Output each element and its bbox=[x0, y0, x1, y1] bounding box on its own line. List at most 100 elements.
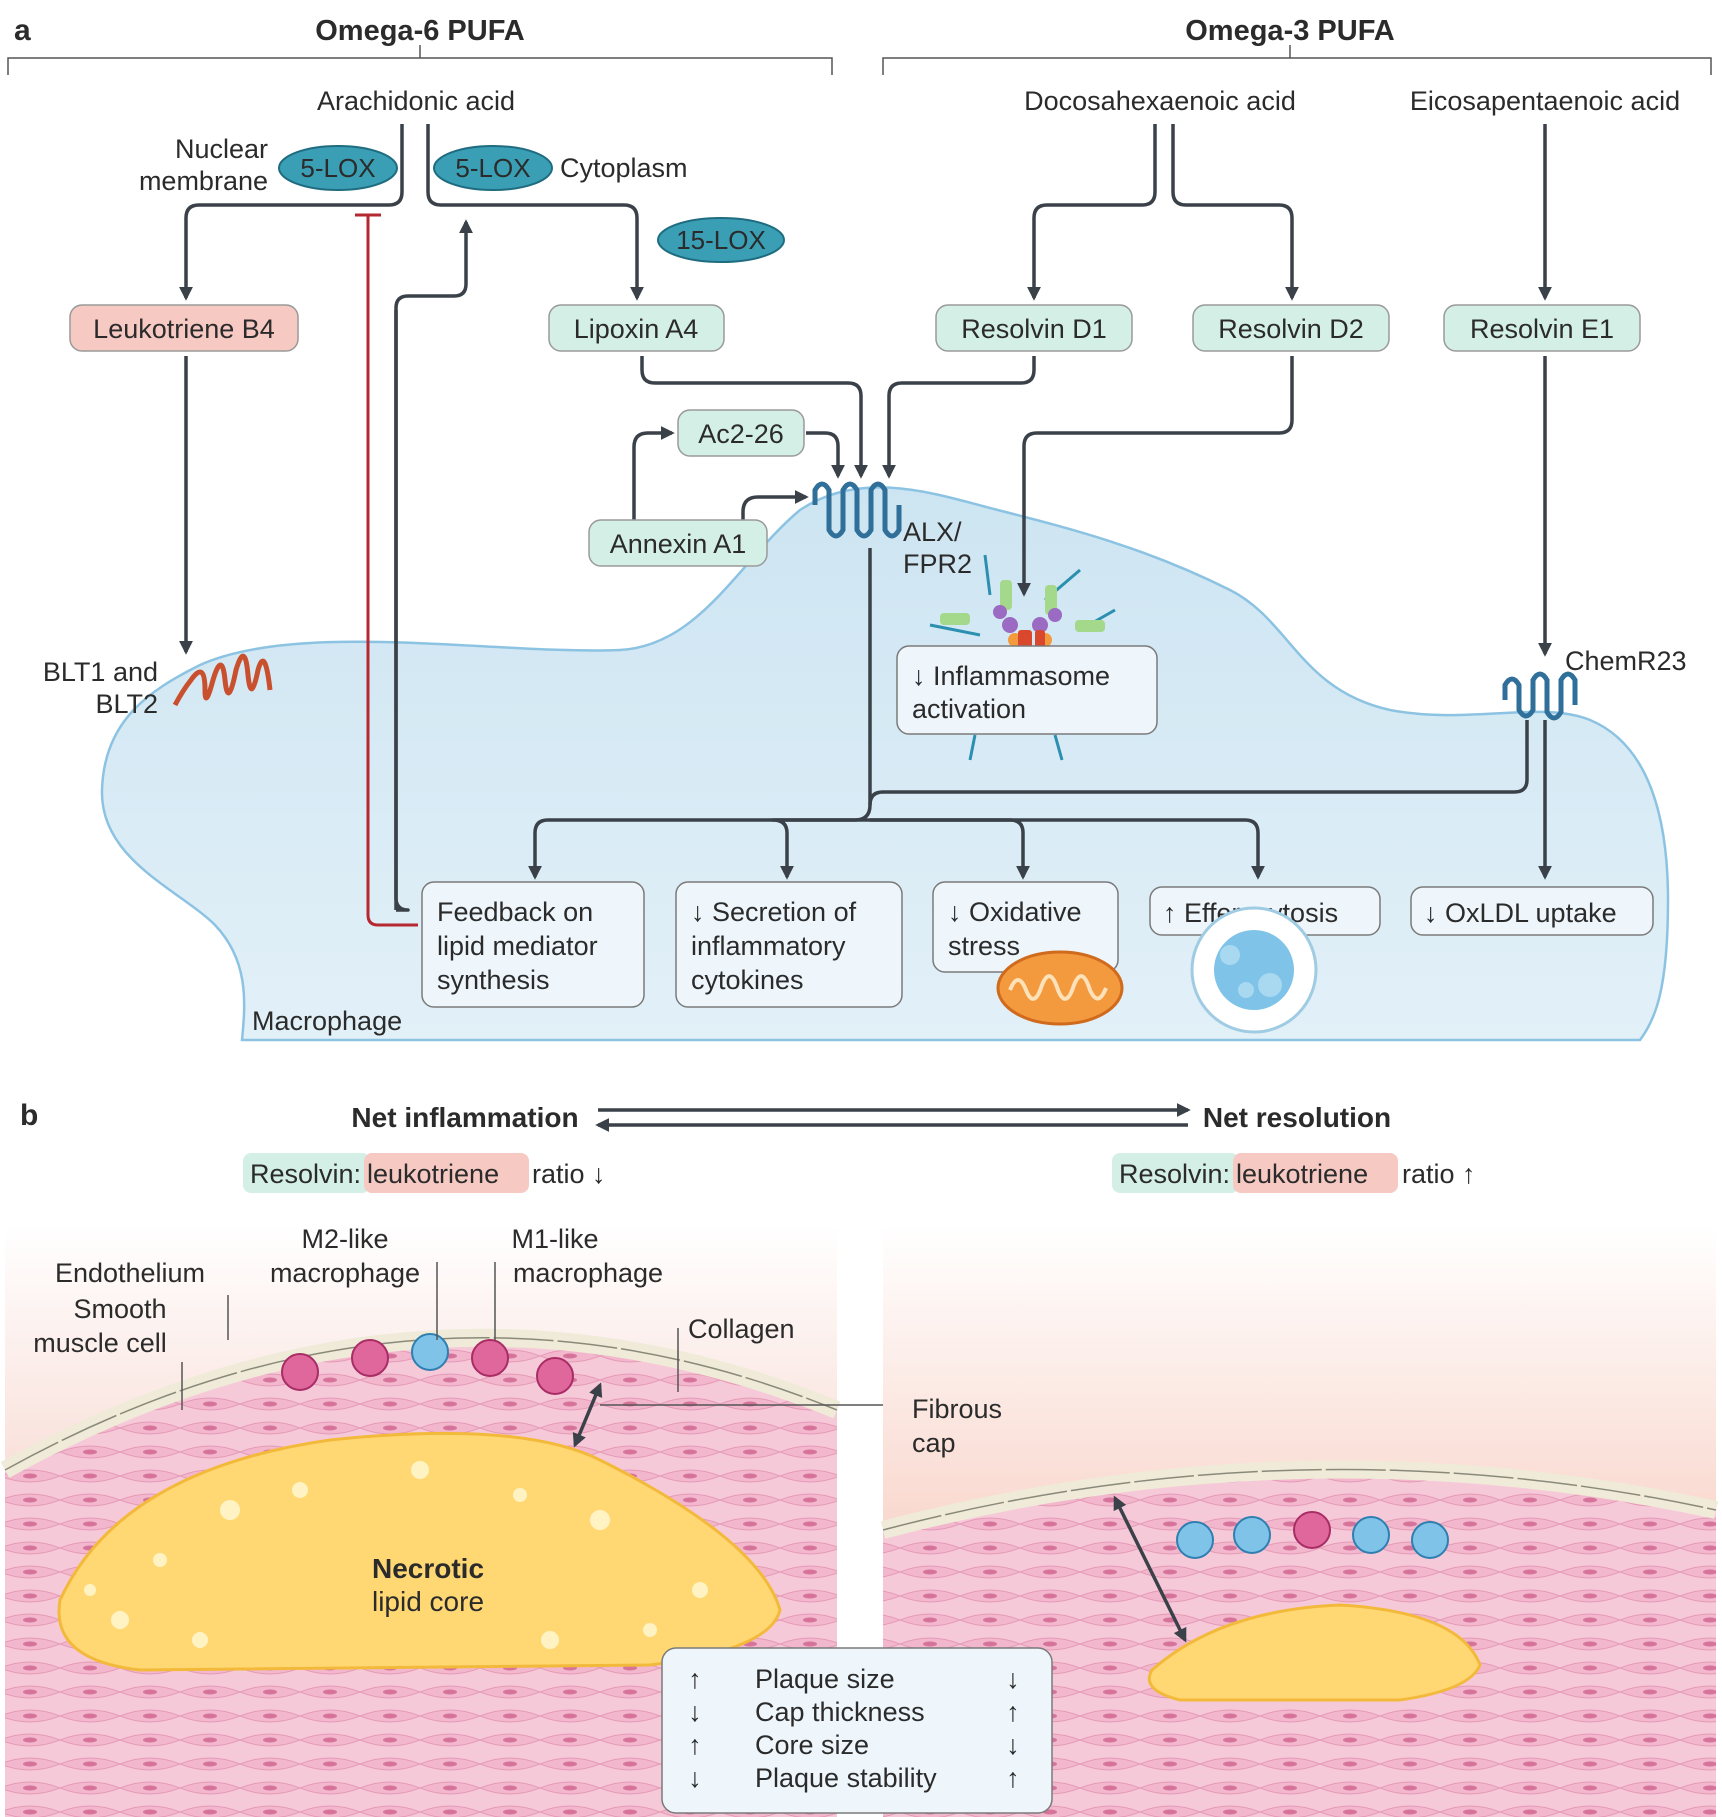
necrotic-label-2: lipid core bbox=[372, 1586, 484, 1617]
fibrous-label-2: cap bbox=[912, 1428, 956, 1458]
plaque-inflamed bbox=[0, 1225, 841, 1817]
svg-text:stress: stress bbox=[948, 931, 1020, 961]
svg-text:Ac2-26: Ac2-26 bbox=[698, 419, 784, 449]
necrotic-lipid-core bbox=[57, 1431, 782, 1672]
summary-table bbox=[661, 1647, 1053, 1814]
fpr2-label: FPR2 bbox=[903, 549, 972, 579]
nuclear-membrane-label-2: membrane bbox=[139, 166, 268, 196]
omega3-bracket bbox=[882, 57, 1712, 75]
table-right-arrow: ↓ bbox=[1006, 1730, 1020, 1760]
svg-text:Resolvin:: Resolvin: bbox=[250, 1159, 361, 1189]
resolvin-e1-box: Resolvin E1 bbox=[1443, 304, 1641, 352]
cap-thickness-arrow-right bbox=[1113, 1495, 1187, 1643]
net-resolution-label: Net resolution bbox=[1203, 1102, 1391, 1133]
lipoxin-a4-box: Lipoxin A4 bbox=[548, 304, 725, 352]
oxldl-uptake-box: ↓ OxLDL uptake bbox=[1410, 886, 1654, 936]
m2-macrophage-icon bbox=[411, 1333, 449, 1371]
panel-b-letter: b bbox=[20, 1099, 38, 1132]
svg-text:Resolvin D1: Resolvin D1 bbox=[961, 314, 1107, 344]
table-row-label: Core size bbox=[755, 1730, 869, 1760]
m1-macrophage-icon bbox=[281, 1339, 574, 1395]
table-left-arrow: ↓ bbox=[688, 1697, 702, 1727]
panel-a-letter: a bbox=[14, 14, 31, 47]
omega6-title: Omega-6 PUFA bbox=[315, 15, 525, 47]
table-right-arrow: ↑ bbox=[1006, 1697, 1020, 1727]
collagen-label: Collagen bbox=[688, 1314, 795, 1344]
svg-text:Resolvin:: Resolvin: bbox=[1119, 1159, 1230, 1189]
table-left-arrow: ↑ bbox=[688, 1664, 702, 1694]
svg-text:↓ Oxidative: ↓ Oxidative bbox=[948, 897, 1082, 927]
svg-text:5-LOX: 5-LOX bbox=[300, 153, 375, 183]
inflammasome-activation-box: ↓ Inflammasome activation bbox=[896, 645, 1158, 735]
cytokine-secretion-box: ↓ Secretion of inflammatory cytokines bbox=[675, 881, 903, 1008]
table-row-label: Plaque size bbox=[755, 1664, 895, 1694]
table-right-arrow: ↓ bbox=[1006, 1664, 1020, 1694]
table-left-arrow: ↑ bbox=[688, 1730, 702, 1760]
arachidonic-acid-label: Arachidonic acid bbox=[317, 86, 515, 116]
smooth-label-1: Smooth bbox=[73, 1294, 166, 1324]
svg-text:Annexin A1: Annexin A1 bbox=[610, 529, 747, 559]
omega3-title: Omega-3 PUFA bbox=[1185, 15, 1395, 47]
nuclear-membrane-label-1: Nuclear bbox=[175, 134, 268, 164]
svg-text:lipid mediator: lipid mediator bbox=[437, 931, 598, 961]
feedback-box: Feedback on lipid mediator synthesis bbox=[421, 881, 645, 1008]
net-inflammation-label: Net inflammation bbox=[351, 1102, 578, 1133]
svg-text:cytokines: cytokines bbox=[691, 965, 804, 995]
ratio-badge-right: Resolvin: leukotriene ratio ↑ bbox=[1112, 1153, 1476, 1193]
svg-text:inflammatory: inflammatory bbox=[691, 931, 846, 961]
macrophage-label: Macrophage bbox=[252, 1006, 402, 1036]
lox15-enzyme: 15-LOX bbox=[657, 217, 785, 263]
omega6-bracket bbox=[7, 57, 833, 75]
svg-text:↓ OxLDL uptake: ↓ OxLDL uptake bbox=[1424, 898, 1617, 928]
inhibition-line bbox=[355, 213, 418, 927]
table-left-arrow: ↓ bbox=[688, 1763, 702, 1793]
fibrous-label-1: Fibrous bbox=[912, 1394, 1002, 1424]
ac2-26-box: Ac2-26 bbox=[677, 409, 805, 457]
necrotic-label-1: Necrotic bbox=[372, 1553, 484, 1584]
svg-text:Resolvin D2: Resolvin D2 bbox=[1218, 314, 1364, 344]
svg-text:activation: activation bbox=[912, 694, 1026, 724]
endothelium-label: Endothelium bbox=[55, 1258, 205, 1288]
svg-text:Lipoxin A4: Lipoxin A4 bbox=[574, 314, 699, 344]
table-right-arrow: ↑ bbox=[1006, 1763, 1020, 1793]
svg-text:leukotriene: leukotriene bbox=[1236, 1159, 1368, 1189]
svg-text:ratio ↑: ratio ↑ bbox=[1402, 1159, 1476, 1189]
alx-label: ALX/ bbox=[903, 517, 962, 547]
cytoplasm-label: Cytoplasm bbox=[560, 153, 688, 183]
alx-fpr2-receptor bbox=[812, 481, 902, 539]
svg-text:Leukotriene B4: Leukotriene B4 bbox=[93, 314, 275, 344]
ratio-badge-left: Resolvin: leukotriene ratio ↓ bbox=[243, 1153, 606, 1193]
resolvin-d1-box: Resolvin D1 bbox=[935, 304, 1133, 352]
cap-thickness-arrow-left bbox=[572, 1382, 603, 1448]
svg-text:15-LOX: 15-LOX bbox=[676, 225, 766, 255]
svg-text:↓ Secretion of: ↓ Secretion of bbox=[691, 897, 857, 927]
annexin-a1-box: Annexin A1 bbox=[588, 519, 768, 567]
mitochondrion-icon bbox=[996, 950, 1124, 1026]
oxidative-stress-box: ↓ Oxidative stress bbox=[932, 881, 1119, 973]
epa-label: Eicosapentaenoic acid bbox=[1410, 86, 1680, 116]
svg-text:5-LOX: 5-LOX bbox=[455, 153, 530, 183]
chemr23-label: ChemR23 bbox=[1565, 646, 1687, 676]
svg-text:↓ Inflammasome: ↓ Inflammasome bbox=[912, 661, 1110, 691]
svg-text:ratio ↓: ratio ↓ bbox=[532, 1159, 606, 1189]
m2-label-2: macrophage bbox=[270, 1258, 420, 1288]
dha-label: Docosahexaenoic acid bbox=[1024, 86, 1296, 116]
blt-receptor bbox=[172, 653, 273, 707]
svg-text:synthesis: synthesis bbox=[437, 965, 550, 995]
blt1-label: BLT1 and bbox=[43, 657, 158, 687]
inflammasome-complex bbox=[929, 554, 1116, 761]
lox5-nuclear-enzyme: 5-LOX bbox=[278, 145, 398, 191]
lox5-cytoplasm-enzyme: 5-LOX bbox=[433, 145, 553, 191]
svg-text:Feedback on: Feedback on bbox=[437, 897, 593, 927]
resolvin-d2-box: Resolvin D2 bbox=[1192, 304, 1390, 352]
m1-label-2: macrophage bbox=[513, 1258, 663, 1288]
smooth-label-2: muscle cell bbox=[33, 1328, 167, 1358]
svg-text:leukotriene: leukotriene bbox=[367, 1159, 499, 1189]
blt2-label: BLT2 bbox=[95, 689, 158, 719]
phagosome-icon bbox=[1190, 906, 1318, 1034]
chemr23-receptor bbox=[1502, 671, 1578, 721]
svg-text:Resolvin E1: Resolvin E1 bbox=[1470, 314, 1614, 344]
m1-label-1: M1-like bbox=[511, 1224, 598, 1254]
m2-label-1: M2-like bbox=[301, 1224, 388, 1254]
